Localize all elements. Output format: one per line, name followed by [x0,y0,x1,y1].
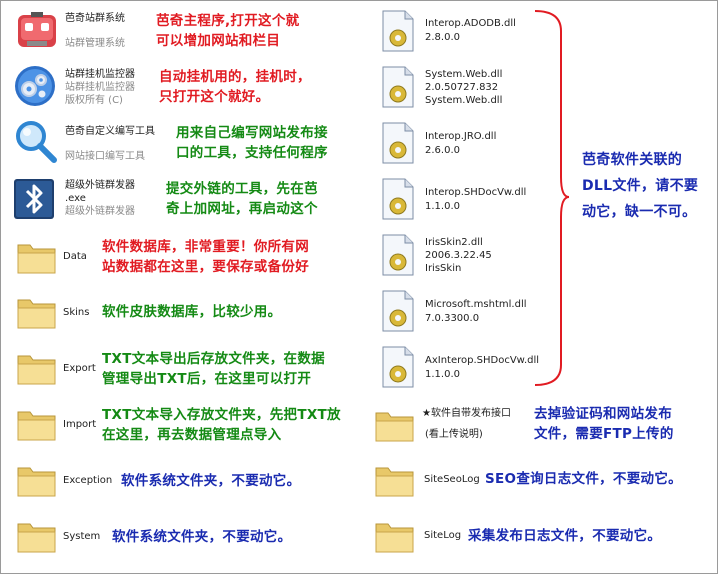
note-line: DLL文件，请不要 [582,178,699,194]
folder-name: Data [63,251,87,262]
dll-version: 1.1.0.0 [425,201,460,212]
dll-name: Microsoft.mshtml.dll [425,299,527,310]
magnifier-app-icon [16,121,57,163]
note-line: SEO查询日志文件，不要动它。 [485,471,682,487]
note-link-sender: 提交外链的工具，先在芭 奇上加网址，再启动这个 [166,179,318,219]
note-line: 文件，需要FTP上传的 [534,426,674,442]
folder-name: ★软件自带发布接口 [422,408,511,419]
note-line: 只打开这个就好。 [159,89,270,105]
gears-app-icon [15,66,55,106]
file-description: 站群挂机监控器 [65,82,135,93]
folder-icon [17,467,56,497]
folder-icon [17,411,56,441]
dll-file-icon [382,178,414,220]
dll-name: AxInterop.SHDocVw.dll [425,355,540,366]
bluetooth-app-icon [14,179,54,219]
note-siteseolog: SEO查询日志文件，不要动它。 [485,469,682,489]
folder-icon [375,523,414,553]
dll-file-icon [382,290,414,332]
note-line: 去掉验证码和网站发布 [534,406,672,422]
note-baqi-main: 芭奇主程序,打开这个就 可以增加网站和栏目 [156,11,299,51]
dll-file-icon [382,10,414,52]
note-sitelog: 采集发布日志文件，不要动它。 [468,526,661,546]
brace-bracket [534,10,570,386]
folder-icon [17,523,56,553]
dll-description: System.Web.dll [425,95,503,106]
dll-file-icon [382,346,414,388]
folder-name: SiteSeoLog [424,474,480,485]
folder-name: System [63,531,101,542]
dll-file-icon [382,66,414,108]
file-description: 网站接口编写工具 [65,151,145,162]
dll-name: IrisSkin2.dll [425,237,483,248]
note-system: 软件系统文件夹，不要动它。 [112,527,291,547]
dll-version: 2.6.0.0 [425,145,460,156]
note-line: 动它，缺一不可。 [582,204,697,220]
dll-description: IrisSkin [425,263,462,274]
folder-icon [375,412,414,442]
dll-name: Interop.SHDocVw.dll [425,187,527,198]
folder-icon [17,244,56,274]
note-line: 站数据都在这里，要保存或备份好 [102,259,309,275]
note-line: 芭奇主程序,打开这个就 [156,13,300,29]
note-publish-interface: 去掉验证码和网站发布 文件，需要FTP上传的 [534,404,674,444]
note-exception: 软件系统文件夹，不要动它。 [121,471,300,491]
file-name: 芭奇站群系统 [65,13,125,24]
note-line: 用来自己编写网站发布接 [176,125,328,141]
dll-version: 2006.3.22.45 [425,250,492,261]
file-extension: .exe [65,193,86,204]
note-line: 奇上加网址，再启动这个 [166,201,318,217]
folder-icon [375,467,414,497]
note-line: TXT文本导出后存放文件夹，在数据 [102,351,325,367]
file-description: 站群管理系统 [65,38,125,49]
note-skins: 软件皮肤数据库，比较少用。 [102,302,281,322]
dll-version: 7.0.3300.0 [425,313,480,324]
note-line: 在这里，再去数据管理点导入 [102,427,282,443]
note-line: TXT文本导入存放文件夹，先把TXT放 [102,407,341,423]
dll-name: Interop.ADODB.dll [425,18,516,29]
note-monitor: 自动挂机用的，挂机时， 只打开这个就好。 [159,67,311,107]
note-line: 自动挂机用的，挂机时， [159,69,311,85]
folder-name: Export [63,363,96,374]
folder-name: Import [63,419,97,430]
file-name: 站群挂机监控器 [65,69,135,80]
dll-file-icon [382,234,414,276]
note-data: 软件数据库，非常重要！你所有网 站数据都在这里，要保存或备份好 [102,237,309,277]
dll-file-icon [382,122,414,164]
file-name: 超级外链群发器 [65,180,135,191]
note-line: 软件系统文件夹，不要动它。 [121,473,301,489]
note-line: 提交外链的工具，先在芭 [166,181,318,197]
note-dll-files: 芭奇软件关联的 DLL文件，请不要 动它，缺一不可。 [582,147,698,225]
folder-icon [17,299,56,329]
folder-name: Exception [63,475,113,486]
dll-name: Interop.JRO.dll [425,131,497,142]
dll-version: 1.1.0.0 [425,369,460,380]
folder-name: SiteLog [424,530,462,541]
note-line: 采集发布日志文件，不要动它。 [468,528,662,544]
robot-app-icon [18,12,56,47]
note-line: 软件皮肤数据库，比较少用。 [102,304,282,320]
dll-version: 2.8.0.0 [425,32,460,43]
note-interface-tool: 用来自己编写网站发布接 口的工具，支持任何程序 [176,123,328,163]
note-line: 口的工具，支持任何程序 [176,145,328,161]
note-export: TXT文本导出后存放文件夹，在数据 管理导出TXT后，在这里可以打开 [102,349,325,389]
folder-hint: (看上传说明) [425,429,483,440]
folder-name: Skins [63,307,90,318]
note-line: 可以增加网站和栏目 [156,33,281,49]
note-line: 芭奇软件关联的 [582,152,683,168]
file-name: 芭奇自定义编写工具 [65,126,155,137]
note-line: 软件系统文件夹，不要动它。 [112,529,292,545]
dll-version: 2.0.50727.832 [425,82,499,93]
note-line: 管理导出TXT后，在这里可以打开 [102,371,312,387]
dll-name: System.Web.dll [425,69,503,80]
file-description: 超级外链群发器 [65,206,135,217]
folder-icon [17,355,56,385]
file-copyright: 版权所有 (C) [65,95,123,106]
note-line: 软件数据库，非常重要！你所有网 [102,239,309,255]
note-import: TXT文本导入存放文件夹，先把TXT放 在这里，再去数据管理点导入 [102,405,341,445]
